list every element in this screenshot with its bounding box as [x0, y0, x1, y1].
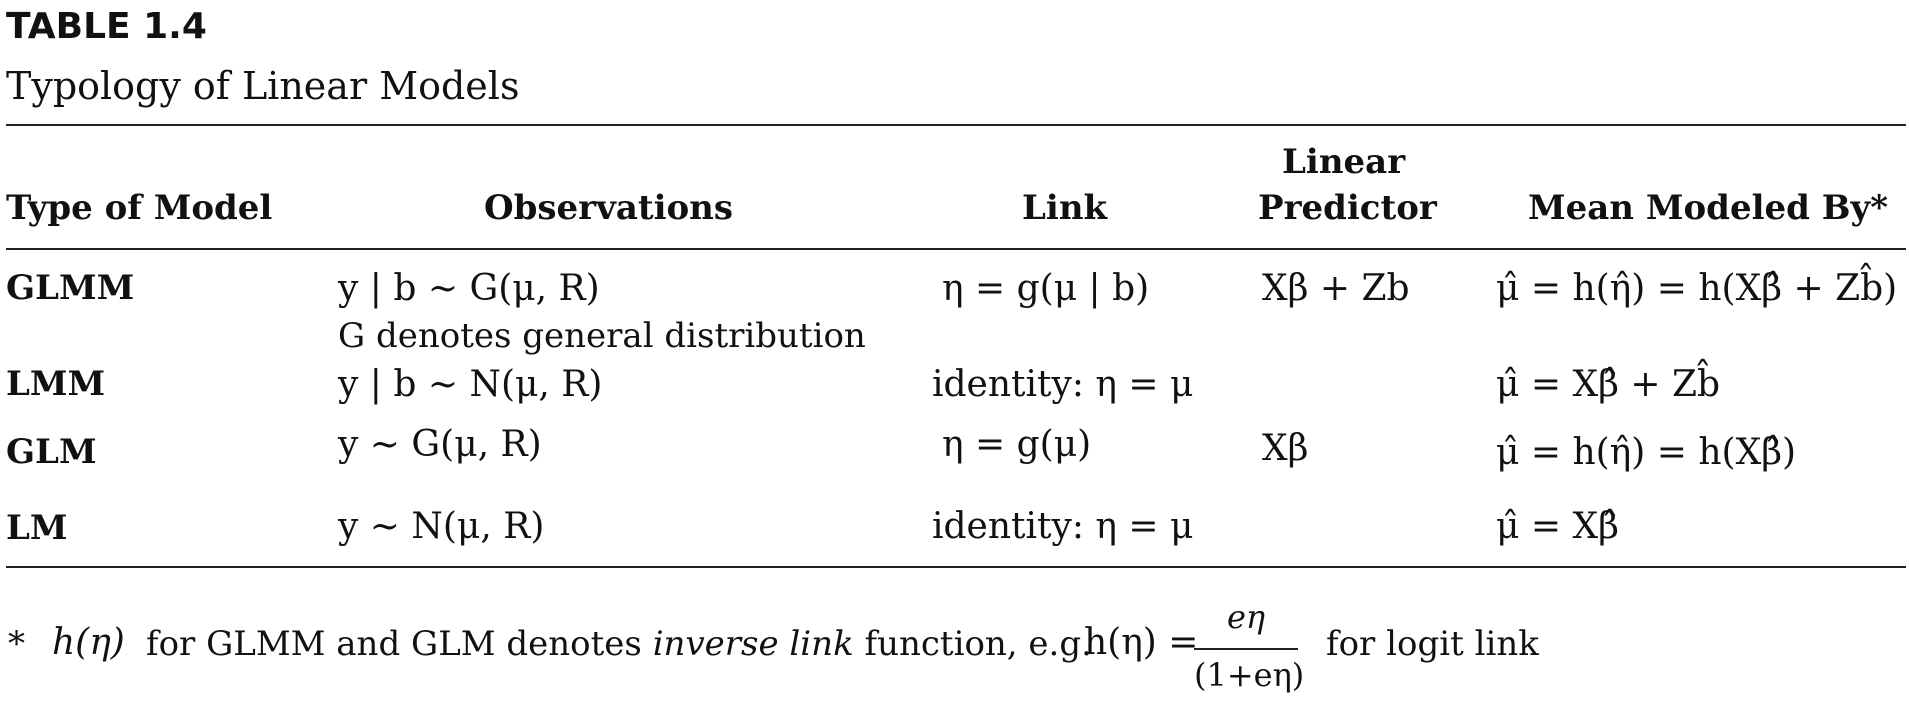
table-label: TABLE 1.4: [6, 6, 207, 47]
bottom-rule: [6, 566, 1906, 568]
fraction-bar: [1194, 648, 1298, 650]
row-glmm-observations-note: G denotes general distribution: [338, 316, 866, 356]
row-glmm-mean: μ̂ = h(η̂) = h(Xβ̂ + Zb̂): [1496, 268, 1898, 309]
footnote-h-eta: h(η): [52, 622, 125, 663]
header-rule: [6, 248, 1906, 250]
footnote-marker: *: [8, 624, 25, 664]
row-lm-observations: y ~ N(μ, R): [338, 506, 545, 547]
row-lm-mean: μ̂ = Xβ̂: [1496, 506, 1619, 547]
header-predictor-line1: Linear: [1282, 142, 1406, 182]
footnote-text-a: for GLMM and GLM denotes: [146, 624, 653, 664]
row-glm-type: GLM: [6, 432, 97, 472]
footnote-fraction-numerator: eη: [1226, 598, 1266, 636]
row-lmm-mean: μ̂ = Xβ̂ + Zb̂: [1496, 364, 1720, 405]
row-lm-type: LM: [6, 508, 68, 548]
footnote-text: for GLMM and GLM denotes inverse link fu…: [146, 624, 1092, 664]
top-rule: [6, 124, 1906, 126]
row-glm-link: η = g(μ): [942, 424, 1092, 465]
row-glmm-type: GLMM: [6, 268, 135, 308]
header-observations: Observations: [484, 188, 734, 228]
row-glmm-link: η = g(μ | b): [942, 268, 1150, 309]
row-glmm-predictor: Xβ + Zb: [1262, 268, 1410, 309]
row-glm-observations: y ~ G(μ, R): [338, 424, 542, 465]
footnote-fraction-denominator: (1+eη): [1194, 656, 1305, 694]
footnote-fraction: eη (1+eη): [1194, 598, 1304, 702]
row-lmm-observations: y | b ~ N(μ, R): [338, 364, 603, 405]
footnote-text-b: function, e.g.: [853, 624, 1092, 664]
header-link: Link: [1022, 188, 1108, 228]
header-predictor-line2: Predictor: [1258, 188, 1437, 228]
footnote-text-italic: inverse link: [652, 624, 854, 664]
row-lm-link: identity: η = μ: [932, 506, 1194, 547]
footnote-formula-lhs: h(η) =: [1084, 622, 1199, 663]
row-lmm-link: identity: η = μ: [932, 364, 1194, 405]
row-glm-mean: μ̂ = h(η̂) = h(Xβ̂): [1496, 432, 1797, 473]
header-type: Type of Model: [6, 188, 273, 228]
row-glm-predictor: Xβ: [1262, 428, 1309, 469]
footnote-text-c: for logit link: [1326, 624, 1539, 664]
header-mean: Mean Modeled By*: [1528, 188, 1889, 228]
row-lmm-type: LMM: [6, 364, 106, 404]
table-title: Typology of Linear Models: [6, 64, 520, 108]
row-glmm-observations: y | b ~ G(μ, R): [338, 268, 600, 309]
